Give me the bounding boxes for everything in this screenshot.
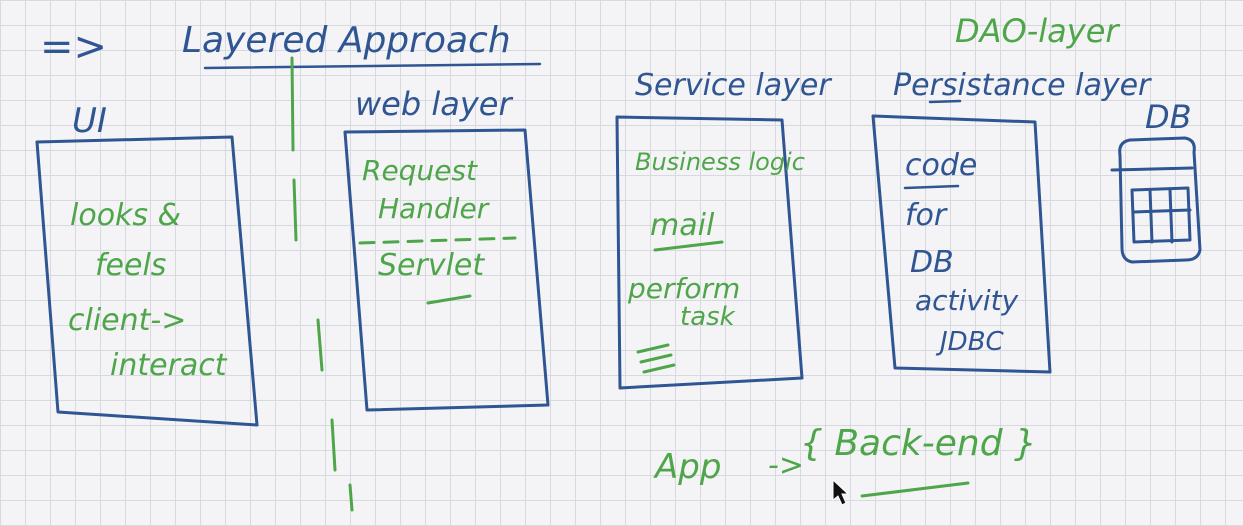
- web-layer-box: [343, 128, 550, 412]
- ui-line-1: looks &: [70, 198, 181, 233]
- web-line-2: Handler: [378, 192, 490, 225]
- web-line-3: Servlet: [378, 248, 485, 283]
- dao-layer-label: DAO-layer: [955, 12, 1120, 50]
- mouse-cursor-icon: [832, 478, 850, 506]
- persistance-layer-box: [871, 114, 1052, 374]
- service-underline: [653, 240, 724, 252]
- service-line-1: Business logic: [635, 148, 805, 176]
- persistance-underline: [928, 99, 962, 104]
- ui-line-3: client->: [68, 303, 186, 338]
- service-line-4: task: [680, 302, 736, 332]
- persistance-line-1: code: [905, 148, 977, 183]
- ui-box: [35, 135, 259, 427]
- persistance-code-underline: [903, 184, 960, 190]
- persistance-line-3: DB: [910, 245, 954, 280]
- title-underline: [203, 62, 542, 70]
- service-ink-marks: [636, 343, 676, 374]
- footer-app-label: App: [653, 447, 721, 487]
- persistance-line-4: activity: [915, 284, 1019, 317]
- page-title: Layered Approach: [182, 20, 511, 61]
- heading-arrow: =>: [40, 24, 107, 70]
- persistance-line-2: for: [905, 198, 948, 233]
- layer-divider: [290, 56, 354, 512]
- ui-label: UI: [72, 101, 107, 141]
- web-layer-label: web layer: [355, 85, 513, 123]
- service-line-2: mail: [650, 208, 715, 243]
- web-ink-stroke: [426, 294, 472, 305]
- footer-backend-underline: [860, 481, 970, 498]
- ui-line-2: feels: [95, 248, 166, 283]
- footer-backend-label: { Back-end }: [800, 423, 1037, 464]
- persistance-line-5: JDBC: [935, 327, 1005, 357]
- footer-arrow: ->: [768, 448, 804, 483]
- web-dashed-separator: [358, 236, 517, 245]
- persistance-layer-label: Persistance layer: [893, 68, 1152, 103]
- service-line-3: perform: [627, 272, 740, 305]
- service-layer-box: [615, 115, 804, 390]
- service-layer-label: Service layer: [635, 68, 832, 103]
- ui-line-4: interact: [110, 348, 228, 383]
- db-label: DB: [1145, 98, 1192, 136]
- database-icon: [1110, 136, 1202, 264]
- web-line-1: Request: [362, 154, 478, 187]
